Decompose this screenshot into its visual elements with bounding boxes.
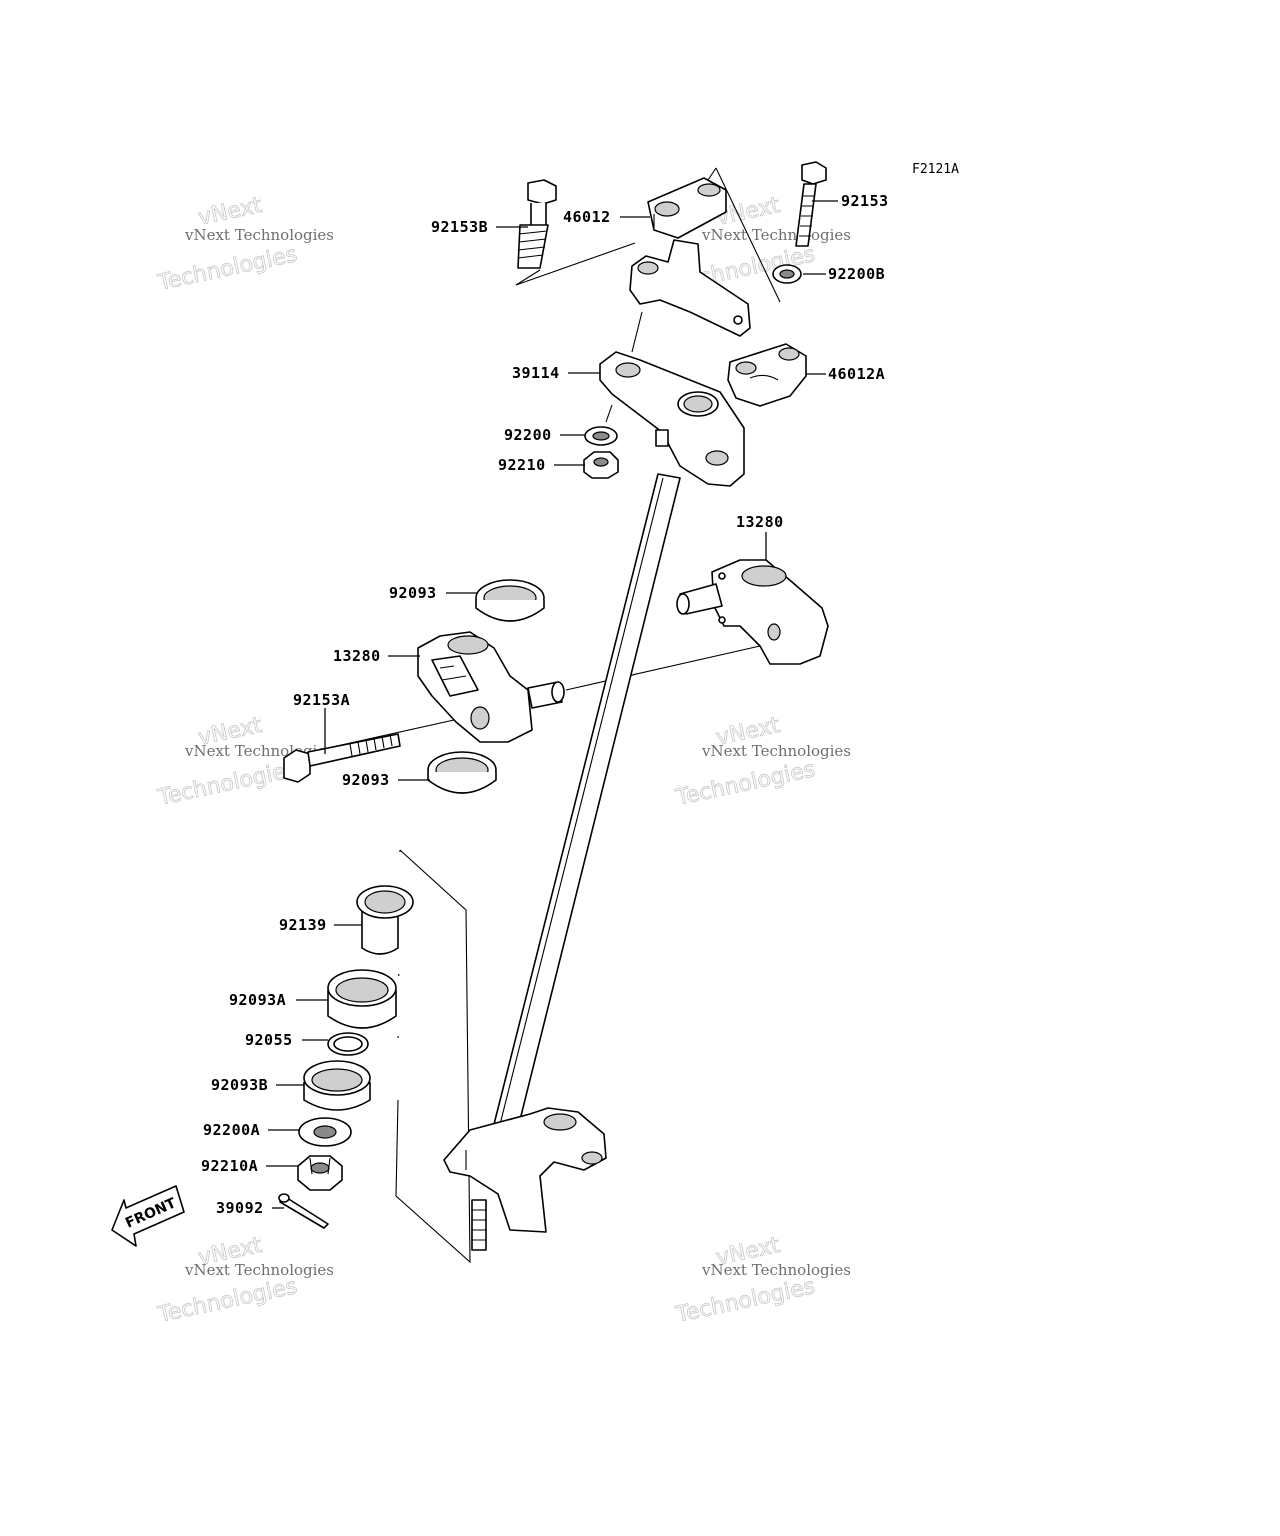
label-13280-left: 13280 bbox=[333, 647, 381, 665]
bolt-92153B bbox=[517, 179, 557, 269]
label-92139: 92139 bbox=[279, 916, 327, 934]
label-92200B: 92200B bbox=[828, 265, 885, 283]
watermark-bottom-right: vNext vNext Technologies Technologies bbox=[673, 1233, 851, 1329]
seal-92093-upper bbox=[475, 579, 545, 622]
watermark-middle-right: vNext vNext Technologies Technologies bbox=[673, 713, 851, 812]
seal-92093-lower bbox=[427, 751, 497, 794]
label-92093-upper: 92093 bbox=[389, 584, 437, 602]
label-39114: 39114 bbox=[512, 364, 560, 382]
label-92153A: 92153A bbox=[293, 691, 350, 709]
bushing-92139 bbox=[356, 885, 414, 955]
svg-text:vNext Technologies: vNext Technologies bbox=[701, 226, 851, 244]
svg-text:Technologies: Technologies bbox=[155, 757, 299, 811]
clamp-46012 bbox=[647, 177, 727, 239]
part-labels: 92153B 46012 92153 92200B 39114 46012A 9… bbox=[201, 192, 889, 1217]
nut-92210 bbox=[583, 451, 619, 479]
label-92210A: 92210A bbox=[201, 1157, 258, 1175]
label-46012A: 46012A bbox=[828, 365, 885, 383]
svg-text:Technologies: Technologies bbox=[673, 1274, 817, 1328]
bolt-92153A bbox=[283, 733, 401, 783]
exploded-guide-lines bbox=[309, 167, 781, 1264]
label-46012: 46012 bbox=[563, 208, 611, 226]
nut-92210A bbox=[297, 1155, 343, 1191]
label-92093-lower: 92093 bbox=[342, 771, 390, 789]
label-92200A: 92200A bbox=[203, 1121, 260, 1139]
steering-lever-39114 bbox=[599, 351, 745, 487]
seal-92093B bbox=[303, 1060, 371, 1111]
handlebar-holder-arm bbox=[629, 239, 751, 337]
washer-92200B bbox=[772, 264, 802, 284]
shaft-holder-13280-right bbox=[676, 559, 829, 665]
svg-text:vNext Technologies: vNext Technologies bbox=[184, 1261, 334, 1279]
label-92093A: 92093A bbox=[229, 991, 286, 1009]
washer-92200 bbox=[584, 426, 618, 446]
label-92093B: 92093B bbox=[211, 1076, 268, 1094]
seal-92093A bbox=[327, 969, 397, 1029]
shaft-holder-13280-left bbox=[417, 631, 565, 743]
svg-text:Technologies: Technologies bbox=[155, 1274, 299, 1328]
cotter-pin-39092 bbox=[278, 1193, 329, 1229]
svg-text:vNext Technologies: vNext Technologies bbox=[701, 742, 851, 760]
front-direction-arrow: FRONT bbox=[111, 1185, 185, 1247]
label-92055: 92055 bbox=[245, 1031, 293, 1049]
label-92210: 92210 bbox=[498, 456, 546, 474]
steering-shaft bbox=[443, 473, 681, 1251]
figure-code: F2121A bbox=[912, 162, 959, 177]
watermark-bottom-left: vNext vNext Technologies Technologies bbox=[155, 1233, 334, 1329]
svg-text:Technologies: Technologies bbox=[155, 242, 299, 296]
label-92153B: 92153B bbox=[431, 218, 488, 236]
label-13280-right: 13280 bbox=[736, 513, 784, 531]
svg-text:vNext Technologies: vNext Technologies bbox=[701, 1261, 851, 1279]
label-92200: 92200 bbox=[504, 426, 552, 444]
bolt-92153 bbox=[795, 161, 827, 247]
oring-92055 bbox=[327, 1032, 369, 1056]
label-39092: 39092 bbox=[216, 1199, 264, 1217]
leader-lines bbox=[266, 200, 838, 1209]
svg-text:Technologies: Technologies bbox=[673, 757, 817, 811]
svg-text:vNext Technologies: vNext Technologies bbox=[184, 226, 334, 244]
watermark-top-left: vNext vNext Technologies Technologies bbox=[155, 193, 334, 297]
clamp-46012A bbox=[727, 343, 807, 407]
label-92153: 92153 bbox=[841, 192, 889, 210]
washer-92200A bbox=[298, 1117, 352, 1147]
